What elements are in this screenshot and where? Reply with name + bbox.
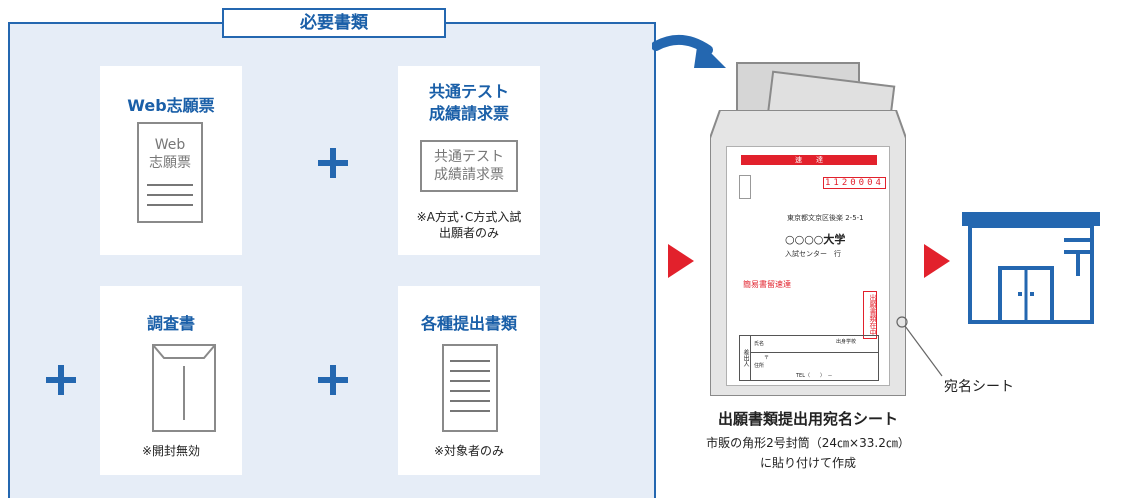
form-divider xyxy=(750,352,878,353)
documents-enclosed-label: 出願書類在中 xyxy=(863,291,877,339)
document-list-icon xyxy=(442,344,498,432)
doc-line xyxy=(450,380,490,382)
note: ※A方式･C方式入試 xyxy=(416,210,522,224)
card-title: 共通テスト xyxy=(428,82,509,101)
caption-line: に貼り付けて作成 xyxy=(759,456,856,470)
triangle-arrow-icon xyxy=(668,244,694,278)
doc-text: Web xyxy=(154,137,186,153)
card-transcript: 調査書 ※開封無効 xyxy=(100,286,242,475)
doc-line xyxy=(147,194,193,196)
triangle-arrow-icon xyxy=(924,244,950,278)
note: 出願者のみ xyxy=(438,226,499,240)
caption-title: 出願書類提出用宛名シート xyxy=(717,410,898,428)
web-form-document-icon: Web 志願票 xyxy=(137,122,203,223)
post-office-icon xyxy=(962,212,1100,324)
curved-arrow-icon xyxy=(652,35,726,68)
university-name: ○○○○大学 xyxy=(785,233,846,246)
doc-line xyxy=(450,410,490,412)
score-request-document-icon: 共通テスト 成績請求票 xyxy=(420,140,518,192)
card-title: 調査書 xyxy=(146,314,195,333)
doc-text: 志願票 xyxy=(149,155,191,171)
card-title: 各種提出書類 xyxy=(420,314,517,333)
doc-line xyxy=(147,184,193,186)
address-text: 東京都文京区後楽 2-5-1 xyxy=(787,214,864,222)
card-other-documents: 各種提出書類 ※対象者のみ xyxy=(398,286,540,475)
plus-icon xyxy=(58,365,64,395)
sender-side-label: 差出人 xyxy=(740,336,751,380)
note: ※対象者のみ xyxy=(433,444,505,458)
sender-form: 差出人 氏名 出身学校 〒 住所 TEL（ ） － xyxy=(739,335,879,381)
registered-mail-label: 簡易書留速達 xyxy=(743,280,791,289)
form-tel-label: TEL（ ） － xyxy=(796,373,833,379)
doc-line xyxy=(147,204,193,206)
form-zip-label: 〒 xyxy=(764,355,770,361)
plus-icon xyxy=(330,365,336,395)
doc-text: 成績請求票 xyxy=(434,167,504,183)
leader-line xyxy=(896,316,943,377)
card-web-application: Web志願票 Web 志願票 xyxy=(100,66,242,255)
doc-text: 共通テスト xyxy=(434,149,504,165)
caption-line: 市販の角形2号封筒（24㎝×33.2㎝） xyxy=(706,436,910,450)
doc-line xyxy=(450,370,490,372)
card-title: 成績請求票 xyxy=(428,104,509,123)
express-label: 速 達 xyxy=(741,155,877,165)
doc-line xyxy=(450,400,490,402)
sealed-envelope-icon xyxy=(152,344,216,432)
card-title: Web志願票 xyxy=(127,96,215,115)
postal-code: 1120004 xyxy=(823,177,886,189)
center-name: 入試センター 行 xyxy=(785,250,841,258)
form-address-label: 住所 xyxy=(754,363,765,369)
doc-line xyxy=(450,360,490,362)
address-sheet-label: 宛名シート xyxy=(944,379,1014,395)
card-common-test: 共通テスト 成績請求票 共通テスト 成績請求票 ※A方式･C方式入試 出願者のみ xyxy=(398,66,540,255)
form-school-label: 出身学校 xyxy=(836,339,857,345)
panel-title: 必要書類 xyxy=(222,8,446,38)
form-name-label: 氏名 xyxy=(754,341,765,347)
stamp-area xyxy=(739,175,751,199)
note: ※開封無効 xyxy=(141,444,201,458)
plus-icon xyxy=(330,148,336,178)
address-sheet: 速 達 1120004 東京都文京区後楽 2-5-1 ○○○○大学 入試センター… xyxy=(726,146,890,386)
doc-line xyxy=(450,390,490,392)
